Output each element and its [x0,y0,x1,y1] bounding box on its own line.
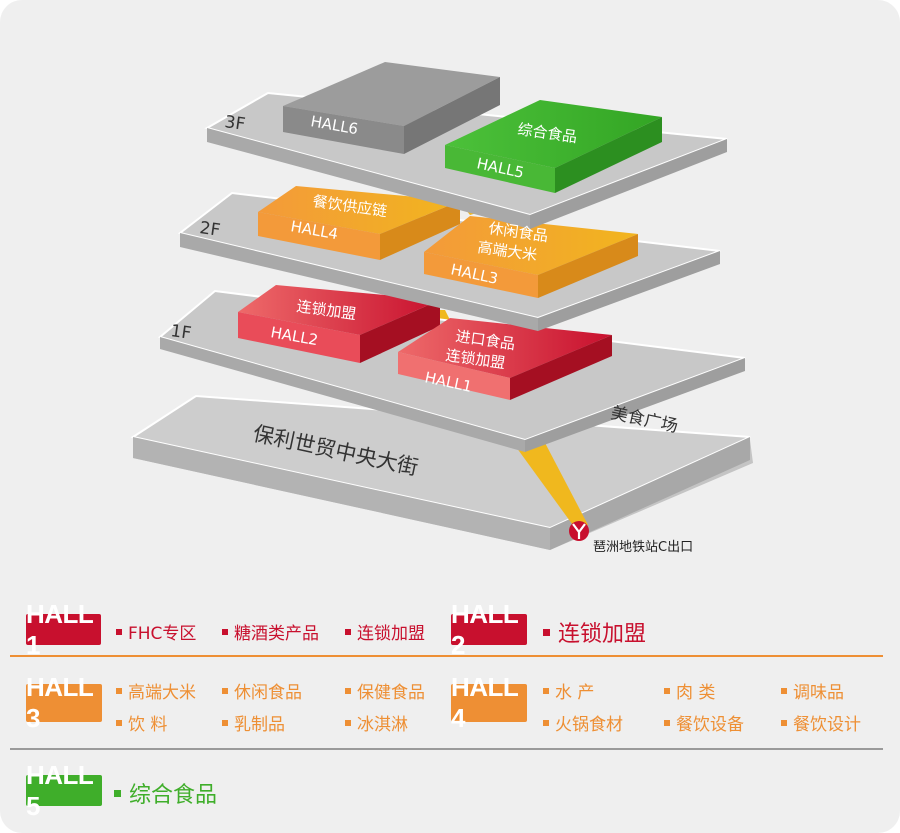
hall4-item-5: 餐饮设计 [781,710,861,735]
hall2-badge: HALL 2 [451,599,527,660]
hall4-block [258,186,460,260]
hall3-item-2: 保健食品 [345,678,425,703]
floor-label-2f: 2F [198,218,221,241]
hall4-item-3: 火锅食材 [543,710,623,735]
hall4-item-2: 调味品 [781,678,844,703]
hall3-badge: HALL 3 [26,672,102,733]
hall5-item-0: 综合食品 [114,777,217,809]
hall6-block [283,62,500,154]
hall1-block [398,318,612,400]
hall2-item-0: 连锁加盟 [543,616,646,648]
hall2-block [238,285,440,363]
hall4-item-0: 水 产 [543,678,594,703]
street-level-plate [130,394,753,550]
floor-label-1f: 1F [169,321,192,344]
hall4-badge: HALL 4 [451,672,527,733]
hall1-item-0: FHC专区 [116,619,196,644]
hall4-item-4: 餐饮设备 [664,710,744,735]
metro-exit-label: 琶洲地铁站C出口 [593,540,693,555]
hall4-item-1: 肉 类 [664,678,715,703]
hall5-block [445,100,662,193]
hall3-item-4: 乳制品 [222,710,285,735]
hall1-item-1: 糖酒类产品 [222,619,319,644]
hall3-item-0: 高端大米 [116,678,196,703]
floor-label-3f: 3F [223,112,246,135]
hall1-item-2: 连锁加盟 [345,619,425,644]
legend-divider-2 [10,748,883,750]
hall3-item-3: 饮 料 [116,710,167,735]
hall1-badge: HALL 1 [26,599,101,660]
hall3-item-1: 休闲食品 [222,678,302,703]
metro-logo-icon [569,521,589,541]
hall3-item-5: 冰淇淋 [345,710,408,735]
hall3-block [424,216,638,298]
legend-divider-1 [10,655,883,657]
hall5-badge: HALL 5 [26,760,102,821]
